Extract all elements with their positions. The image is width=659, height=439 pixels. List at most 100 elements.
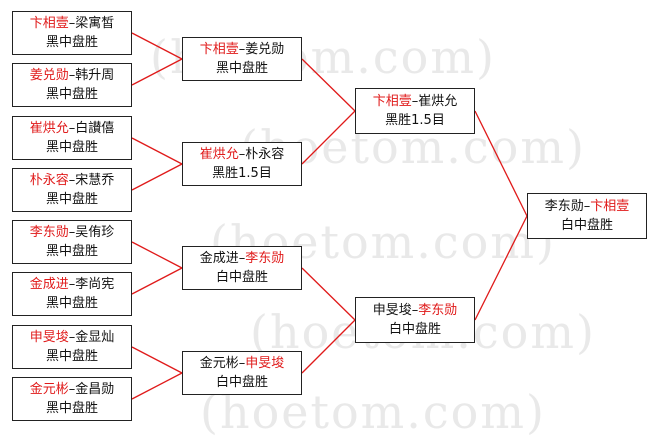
bracket-connector [131,346,183,374]
bracket-connector [301,319,356,374]
player-name: 申旻埈 [372,303,412,318]
match-players: 崔烘允–朴永容 [200,145,285,164]
vs-separator: – [238,42,246,57]
player-name: 金成进 [199,251,239,266]
match-players: 金元彬–申旻埈 [200,354,285,373]
match-result: 黑胜1.5目 [212,166,272,181]
bracket-connector [131,163,183,191]
vs-separator: – [68,382,76,397]
player-name: 李东勋 [245,251,285,266]
bracket-connector [131,241,183,269]
match-result: 黑中盘胜 [45,87,98,102]
bracket-connector [301,58,356,112]
match-box-round2: 崔烘允–朴永容黑胜1.5目 [182,142,302,186]
bracket-connector [131,58,183,86]
vs-separator: – [238,251,246,266]
bracket-connector [474,215,528,321]
bracket-connector [131,32,183,60]
match-result: 黑中盘胜 [45,192,98,207]
player-name: 卞相壹 [590,199,630,214]
match-result: 白中盘胜 [215,375,268,390]
bracket-connector [131,267,183,295]
match-players: 金成进–李尚宪 [30,275,115,294]
player-name: 宋慧乔 [75,173,115,188]
player-name: 李尚宪 [75,277,115,292]
match-players: 李东勋–卞相壹 [545,197,630,216]
player-name: 吴侑珍 [75,225,115,240]
match-box-round3: 卞相壹–崔烘允黑胜1.5目 [355,88,475,134]
player-name: 申旻埈 [245,356,285,371]
vs-separator: – [68,173,76,188]
match-box-round2: 金元彬–申旻埈白中盘胜 [182,351,302,395]
player-name: 白讃僖 [75,121,115,136]
match-result: 黑胜1.5目 [385,113,445,128]
player-name: 崔烘允 [418,94,458,109]
player-name: 李东勋 [544,199,584,214]
match-players: 朴永容–宋慧乔 [30,171,115,190]
vs-separator: – [68,68,76,83]
player-name: 金昌勋 [75,382,115,397]
match-box-round2: 卞相壹–姜兑勋黑中盘胜 [182,37,302,81]
match-result: 白中盘胜 [215,270,268,285]
bracket-connector [301,267,356,321]
match-players: 申旻埈–金显灿 [30,328,115,347]
bracket-connector [301,110,356,165]
match-players: 卞相壹–姜兑勋 [200,40,285,59]
player-name: 朴永容 [29,173,69,188]
player-name: 李东勋 [418,303,458,318]
match-box-round1: 姜兑勋–韩升周黑中盘胜 [12,63,132,107]
vs-separator: – [238,356,246,371]
player-name: 韩升周 [75,68,115,83]
bracket-connector [131,372,183,400]
vs-separator: – [68,277,76,292]
player-name: 卞相壹 [29,16,69,31]
match-players: 申旻埈–李东勋 [373,301,458,320]
match-players: 金元彬–金昌勋 [30,380,115,399]
player-name: 崔烘允 [29,121,69,136]
match-box-round3: 申旻埈–李东勋白中盘胜 [355,297,475,343]
match-players: 卞相壹–崔烘允 [373,92,458,111]
match-players: 卞相壹–梁寓皙 [30,14,115,33]
match-result: 黑中盘胜 [45,244,98,259]
player-name: 朴永容 [245,147,285,162]
match-result: 黑中盘胜 [45,140,98,155]
match-box-round1: 崔烘允–白讃僖黑中盘胜 [12,116,132,160]
match-box-round1: 金成进–李尚宪黑中盘胜 [12,272,132,316]
match-box-round1: 申旻埈–金显灿黑中盘胜 [12,325,132,369]
player-name: 卞相壹 [372,94,412,109]
vs-separator: – [68,225,76,240]
vs-separator: – [411,303,419,318]
match-box-round1: 金元彬–金昌勋黑中盘胜 [12,377,132,421]
player-name: 李东勋 [29,225,69,240]
vs-separator: – [68,121,76,136]
player-name: 梁寓皙 [75,16,115,31]
player-name: 金元彬 [199,356,239,371]
match-result: 黑中盘胜 [45,349,98,364]
match-players: 李东勋–吴侑珍 [30,223,115,242]
match-result: 黑中盘胜 [215,61,268,76]
match-players: 姜兑勋–韩升周 [30,66,115,85]
match-result: 黑中盘胜 [45,35,98,50]
player-name: 金元彬 [29,382,69,397]
match-players: 金成进–李东勋 [200,249,285,268]
bracket-connector [131,137,183,165]
vs-separator: – [411,94,419,109]
player-name: 金显灿 [75,330,115,345]
player-name: 姜兑勋 [245,42,285,57]
vs-separator: – [583,199,591,214]
player-name: 卞相壹 [199,42,239,57]
player-name: 姜兑勋 [29,68,69,83]
match-result: 黑中盘胜 [45,296,98,311]
match-box-round1: 李东勋–吴侑珍黑中盘胜 [12,220,132,264]
player-name: 金成进 [29,277,69,292]
bracket-connector [474,110,528,217]
match-players: 崔烘允–白讃僖 [30,119,115,138]
bracket-lines [131,32,528,400]
vs-separator: – [68,16,76,31]
player-name: 崔烘允 [199,147,239,162]
tournament-bracket: (hoetom.com) (hoetom.com) (hoetom.com) (… [12,11,647,439]
match-result: 白中盘胜 [560,218,613,233]
match-box-round1: 卞相壹–梁寓皙黑中盘胜 [12,11,132,55]
match-box-final: 李东勋–卞相壹白中盘胜 [527,193,647,239]
vs-separator: – [68,330,76,345]
